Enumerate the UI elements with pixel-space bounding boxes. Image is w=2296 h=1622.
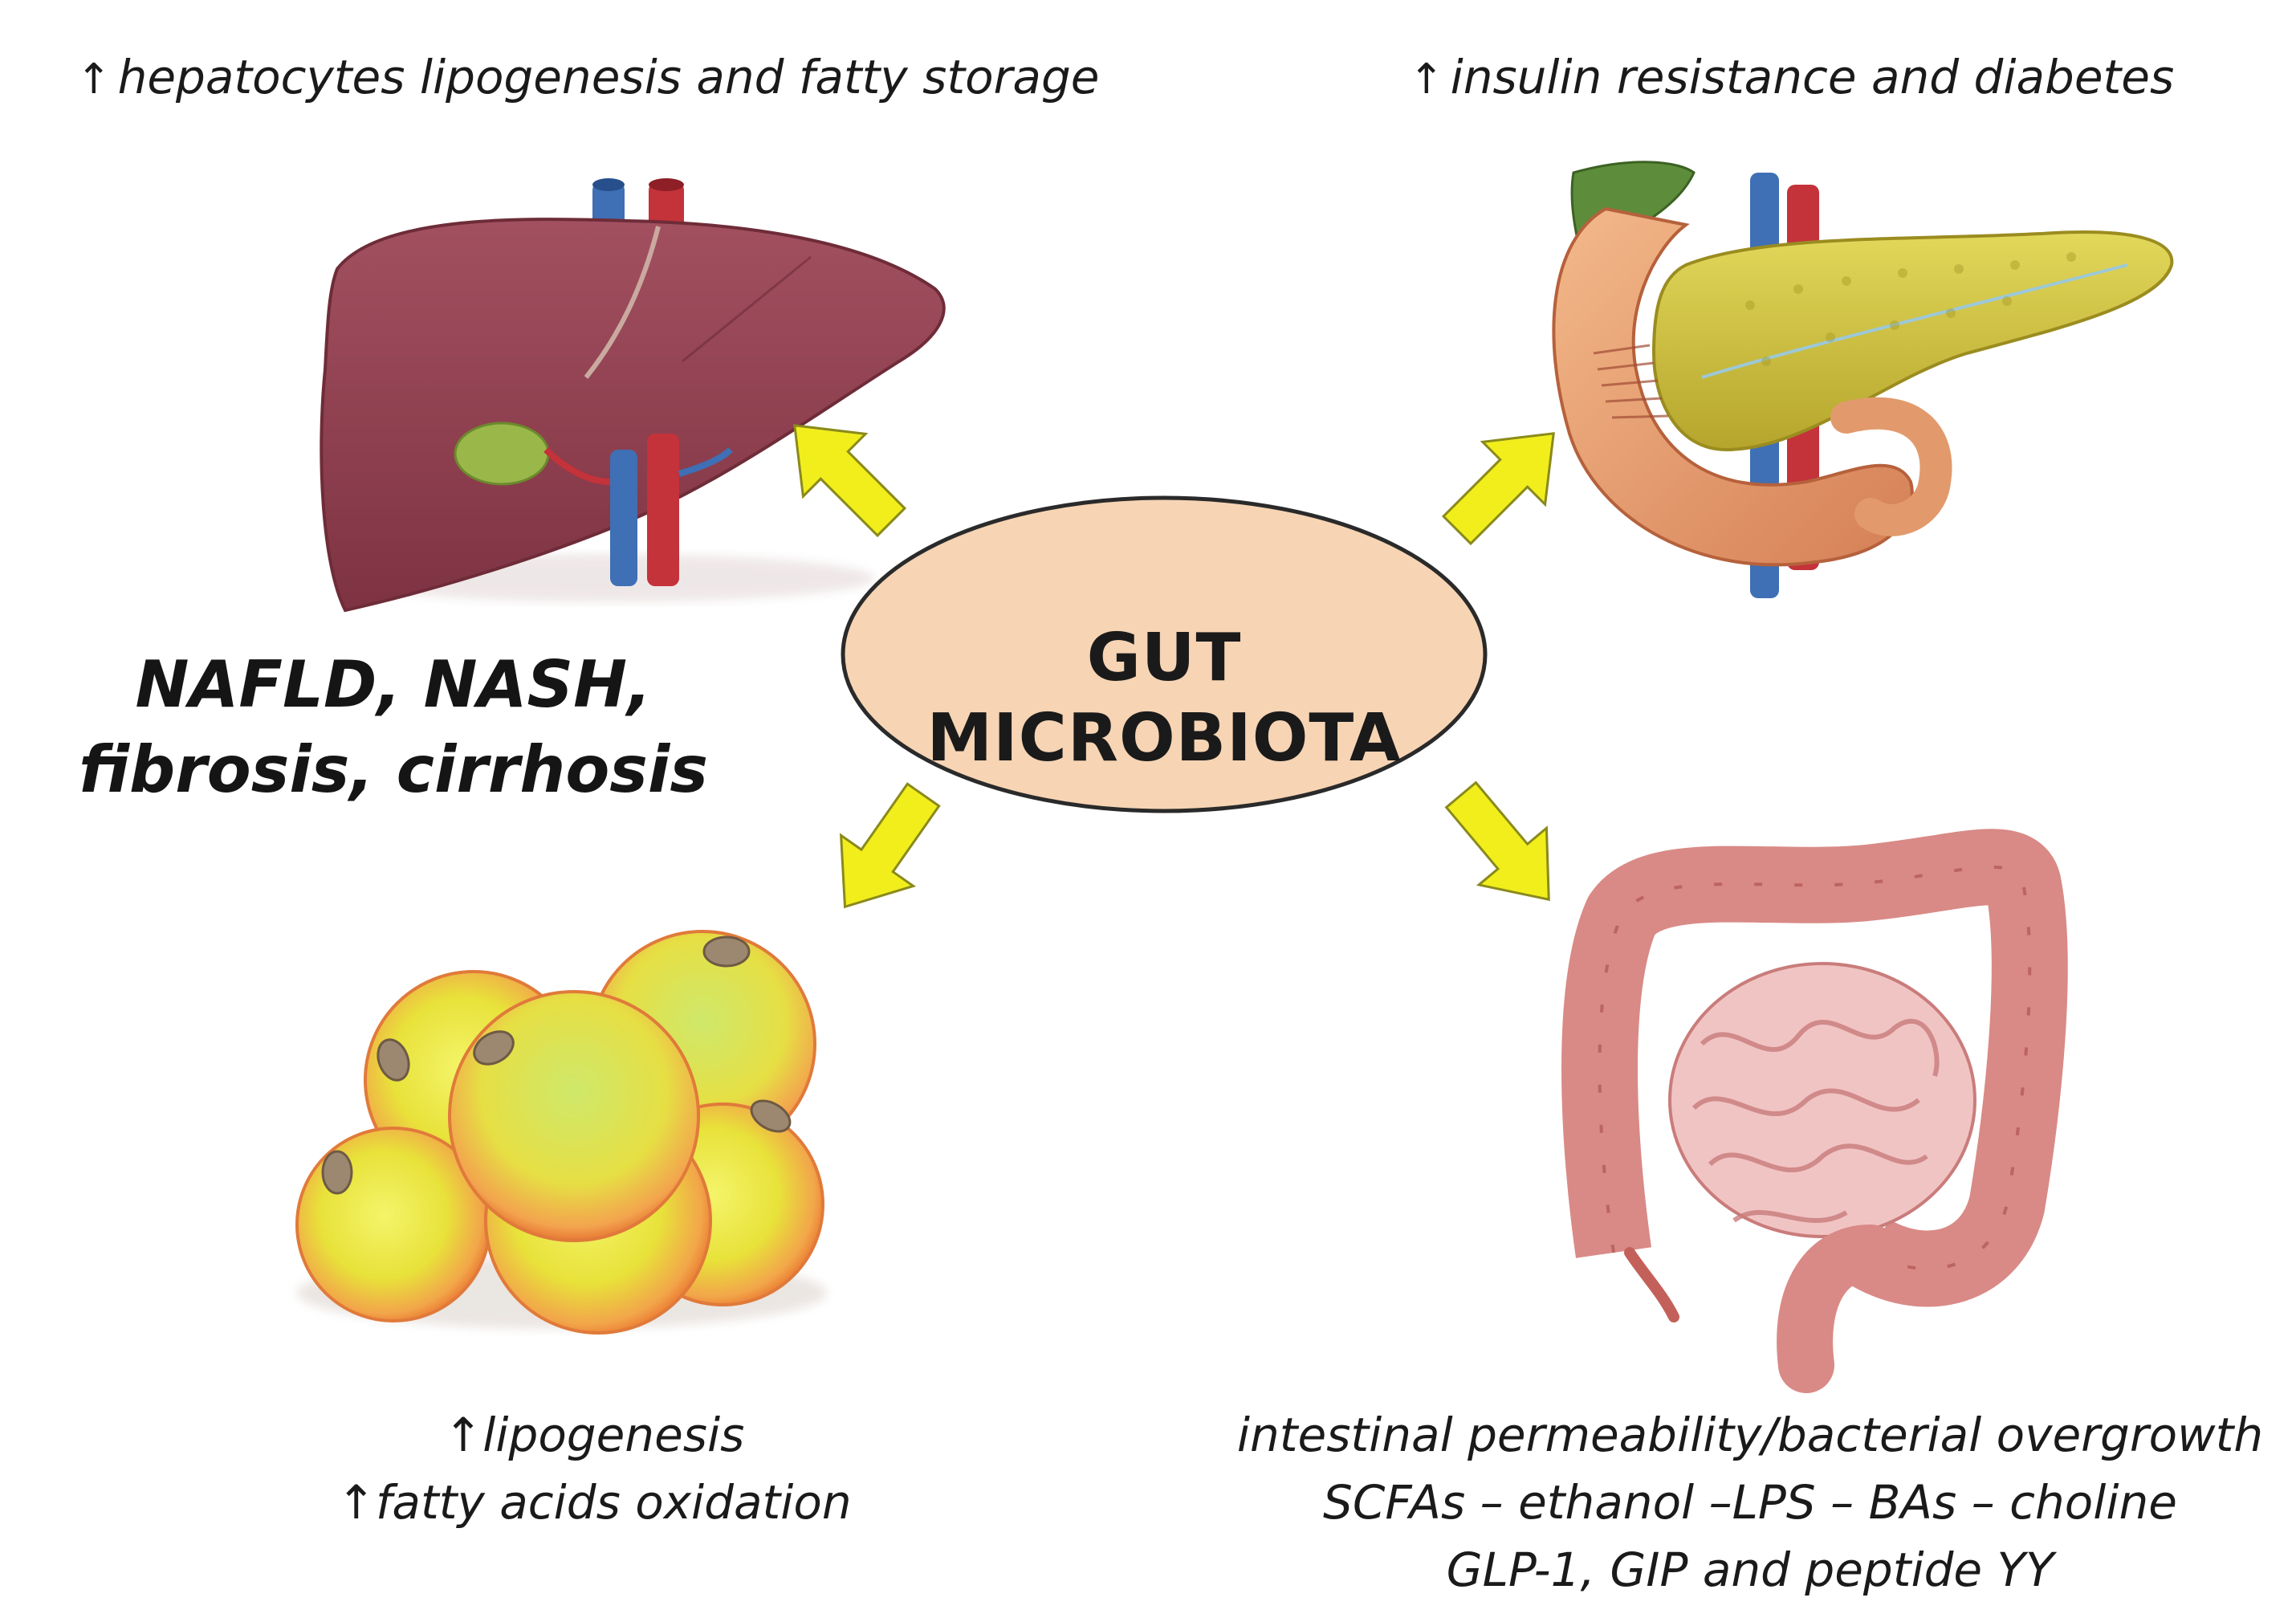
- arrow-to-liver: [793, 424, 907, 538]
- intestine-effects: intestinal permeability/bacterial overgr…: [1220, 1401, 2280, 1604]
- up-arrow-icon: ↑: [443, 1408, 483, 1462]
- intestine-illustration: [1561, 829, 2068, 1393]
- pancreas-illustration: [1552, 161, 2174, 598]
- adipocytes-illustration: [295, 930, 827, 1335]
- liver-effect-text: hepatocytes lipogenesis and fatty storag…: [117, 50, 1100, 104]
- adipose-effect-2: ↑fatty acids oxidation: [336, 1475, 852, 1530]
- intestine-line-2: SCFAs – ethanol –LPS – BAs – choline: [1323, 1475, 2177, 1530]
- disease-line-1: NAFLD, NASH,: [135, 647, 652, 722]
- adipose-effects: ↑lipogenesis ↑fatty acids oxidation: [289, 1401, 899, 1536]
- intestine-line-1: intestinal permeability/bacterial overgr…: [1236, 1408, 2264, 1462]
- liver-illustration: [320, 178, 946, 613]
- adipose-effect-1: ↑lipogenesis: [443, 1408, 745, 1462]
- up-arrow-icon: ↑: [1409, 55, 1444, 104]
- arrow-to-pancreas: [1441, 432, 1555, 546]
- up-arrow-icon: ↑: [76, 55, 112, 104]
- liver-disease-list: NAFLD, NASH, fibrosis, cirrhosis: [48, 642, 739, 812]
- hub-label: GUT MICROBIOTA: [926, 620, 1402, 776]
- intestine-line-3: GLP-1, GIP and peptide YY: [1446, 1543, 2054, 1597]
- up-arrow-icon: ↑: [336, 1475, 376, 1530]
- liver-effect-label: ↑hepatocytes lipogenesis and fatty stora…: [76, 50, 1099, 106]
- disease-line-2: fibrosis, cirrhosis: [79, 732, 708, 807]
- arrow-to-adipocytes: [839, 782, 941, 909]
- pancreas-effect-label: ↑insulin resistance and diabetes: [1409, 50, 2174, 106]
- pancreas-effect-text: insulin resistance and diabetes: [1450, 50, 2175, 104]
- arrows: [793, 424, 1555, 909]
- hub-ellipse: [841, 495, 1488, 813]
- arrow-to-intestine: [1444, 780, 1550, 902]
